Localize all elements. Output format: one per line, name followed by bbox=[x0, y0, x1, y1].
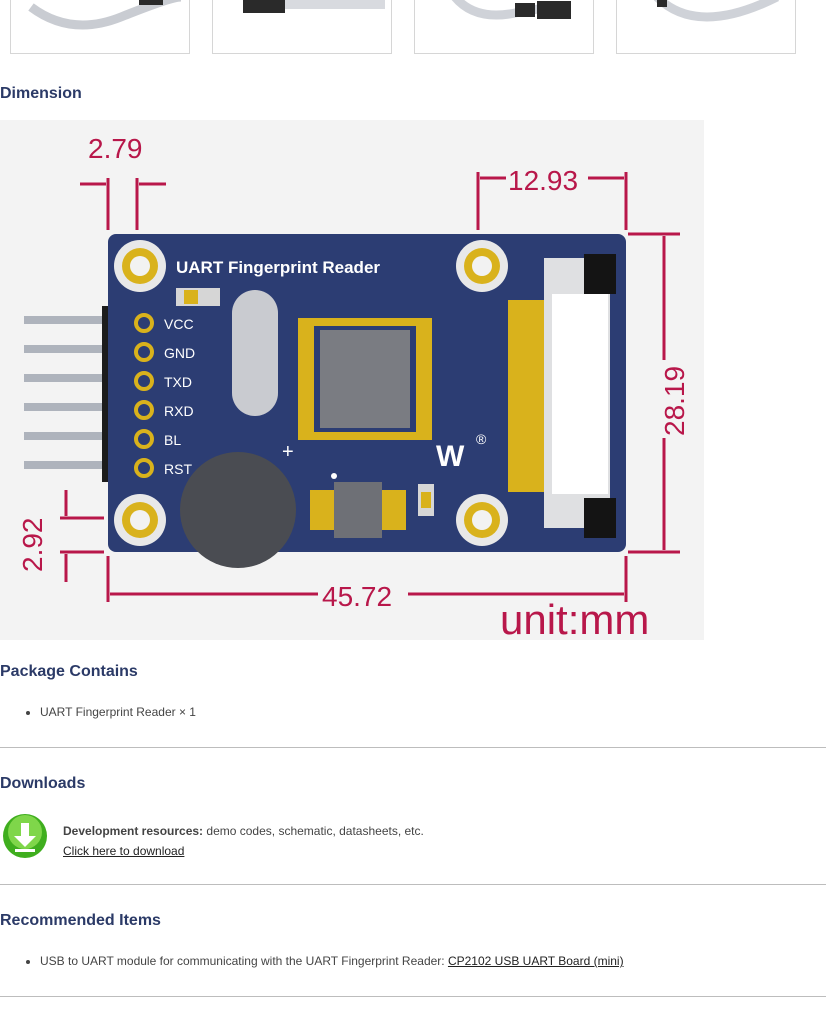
thumbnail-cable-short[interactable] bbox=[414, 0, 594, 54]
pin-label-gnd: GND bbox=[164, 345, 195, 361]
divider bbox=[0, 996, 826, 997]
pin-label-rxd: RXD bbox=[164, 403, 194, 419]
downloads-text: Development resources: demo codes, schem… bbox=[63, 821, 424, 861]
plus-mark: + bbox=[282, 441, 294, 463]
dim-board-height: 28.19 bbox=[659, 366, 690, 436]
dim-board-width: 45.72 bbox=[322, 581, 392, 612]
pin-labels: VCC GND TXD RXD BL RST bbox=[134, 313, 195, 478]
package-item: UART Fingerprint Reader × 1 bbox=[40, 704, 196, 720]
pin-label-bl: BL bbox=[164, 432, 181, 448]
mcu-chip bbox=[298, 318, 432, 440]
recommended-text: USB to UART module for communicating wit… bbox=[40, 954, 448, 968]
dim-hole-offset-y: 2.92 bbox=[17, 518, 48, 573]
downloads-desc: demo codes, schematic, datasheets, etc. bbox=[203, 824, 424, 838]
brand-logo: W bbox=[436, 440, 465, 473]
dimension-heading: Dimension bbox=[0, 85, 82, 102]
download-icon[interactable] bbox=[2, 813, 48, 859]
package-heading: Package Contains bbox=[0, 663, 138, 680]
board-title: UART Fingerprint Reader bbox=[176, 258, 380, 277]
recommended-list: USB to UART module for communicating wit… bbox=[22, 953, 624, 969]
downloads-heading: Downloads bbox=[0, 775, 86, 792]
dimension-diagram: UART Fingerprint Reader VCC GND TXD RXD … bbox=[0, 120, 704, 640]
downloads-label: Development resources: bbox=[63, 824, 204, 838]
pin-label-vcc: VCC bbox=[164, 316, 194, 332]
package-list: UART Fingerprint Reader × 1 bbox=[22, 704, 196, 720]
brand-logo-mark: ® bbox=[476, 431, 487, 447]
buzzer bbox=[180, 452, 296, 568]
divider bbox=[0, 747, 826, 748]
download-link[interactable]: Click here to download bbox=[63, 844, 185, 858]
thumbnail-fpc-cable[interactable] bbox=[10, 0, 190, 54]
fpc-connector bbox=[508, 254, 616, 538]
thumbnail-cable-connector[interactable] bbox=[212, 0, 392, 54]
recommended-link[interactable]: CP2102 USB UART Board (mini) bbox=[447, 954, 624, 968]
pin-label-rst: RST bbox=[164, 461, 192, 477]
mounting-holes bbox=[114, 240, 508, 546]
dimension-lines bbox=[60, 172, 680, 602]
recommended-heading: Recommended Items bbox=[0, 912, 161, 929]
thumbnail-strip bbox=[0, 0, 826, 56]
thumbnail-cable-long[interactable] bbox=[616, 0, 796, 54]
dim-connector-width: 12.93 bbox=[508, 165, 578, 196]
recommended-item: USB to UART module for communicating wit… bbox=[40, 953, 624, 969]
pin-label-txd: TXD bbox=[164, 374, 192, 390]
dim-hole-offset-x: 2.79 bbox=[88, 133, 143, 164]
unit-label: unit:mm bbox=[500, 596, 649, 640]
divider bbox=[0, 884, 826, 885]
